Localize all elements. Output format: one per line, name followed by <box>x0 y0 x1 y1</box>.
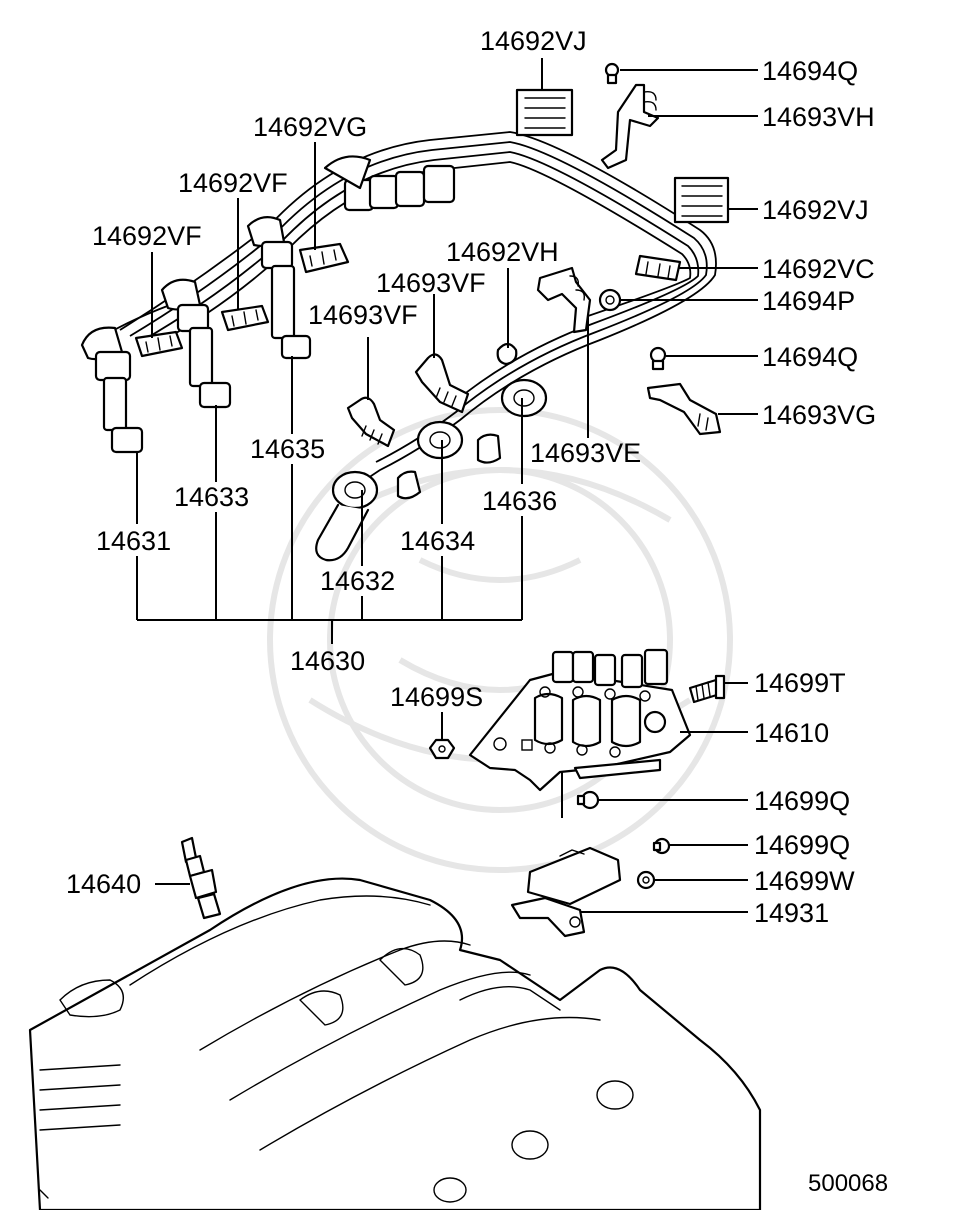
leader-lines <box>136 58 758 913</box>
nut-14694P <box>598 288 622 312</box>
spark-plug-14640 <box>180 836 222 920</box>
label-14693VE: 14693VE <box>530 438 641 468</box>
bolt-14694Q-top <box>604 62 620 85</box>
ignition-coil-14610 <box>468 648 692 792</box>
label-14693VG: 14693VG <box>762 400 876 430</box>
label-14931: 14931 <box>754 898 829 928</box>
bracket-14693VF-upper <box>414 353 470 414</box>
label-14634: 14634 <box>400 526 475 556</box>
label-14694Q-mid: 14694Q <box>762 342 858 372</box>
clamp-14692VG <box>298 242 350 274</box>
clamp-14692VJ-top <box>515 88 574 137</box>
label-14692VF-left: 14692VF <box>92 221 202 251</box>
part-labels: 14692VJ 14694Q 14693VH 14692VG 14692VF 1… <box>66 26 888 1197</box>
label-14699T: 14699T <box>754 668 846 698</box>
label-14699W: 14699W <box>754 866 855 896</box>
plug-wire-14631 <box>80 326 144 454</box>
bracket-14693VE <box>536 266 592 334</box>
ignition-module-14931 <box>510 846 622 938</box>
label-14699Q-upper: 14699Q <box>754 786 850 816</box>
label-14692VF-mid: 14692VF <box>178 168 288 198</box>
label-14693VF-upper: 14693VF <box>376 268 486 298</box>
plug-wire-14635 <box>246 215 312 360</box>
label-14635: 14635 <box>250 434 325 464</box>
clamp-14692VC <box>634 254 682 282</box>
label-14610: 14610 <box>754 718 829 748</box>
nut-14699S <box>428 738 456 760</box>
label-14694Q-top: 14694Q <box>762 56 858 86</box>
label-14699Q-lower: 14699Q <box>754 830 850 860</box>
plug-wire-14636 <box>476 378 548 464</box>
label-14633: 14633 <box>174 482 249 512</box>
bracket-14693VF-lower <box>346 396 396 448</box>
diagram-number: 500068 <box>808 1170 888 1197</box>
label-14636: 14636 <box>482 486 557 516</box>
label-14692VJ-top: 14692VJ <box>480 26 587 56</box>
clamp-14692VF-mid <box>220 304 270 332</box>
clamp-14692VF-left <box>134 330 184 358</box>
plug-wire-14632 <box>315 470 379 562</box>
label-14631: 14631 <box>96 526 171 556</box>
label-14694P: 14694P <box>762 286 855 316</box>
bolt-14699W <box>636 870 656 890</box>
label-14699S: 14699S <box>390 682 483 712</box>
bolt-14699Q-lower <box>652 837 671 855</box>
bolt-14699T <box>688 674 726 704</box>
bracket-14693VH <box>600 83 660 170</box>
label-14640: 14640 <box>66 869 141 899</box>
label-14693VF-lower: 14693VF <box>308 300 418 330</box>
engine-block <box>28 877 762 1210</box>
label-14692VG: 14692VG <box>253 112 367 142</box>
plug-wire-14634 <box>396 420 464 500</box>
clamp-14692VH <box>496 342 518 366</box>
plug-wire-14633 <box>160 278 232 409</box>
label-14692VH: 14692VH <box>446 237 559 267</box>
label-14632: 14632 <box>320 566 395 596</box>
wire-end-boots <box>323 155 456 212</box>
label-14692VC: 14692VC <box>762 254 875 284</box>
clamp-14692VJ-right <box>673 176 730 224</box>
label-14693VH: 14693VH <box>762 102 875 132</box>
label-14630: 14630 <box>290 646 365 676</box>
bracket-14693VG <box>646 382 722 436</box>
bolt-14699Q-upper <box>576 790 600 810</box>
label-14692VJ-right: 14692VJ <box>762 195 869 225</box>
bolt-14694Q-mid <box>649 346 667 371</box>
